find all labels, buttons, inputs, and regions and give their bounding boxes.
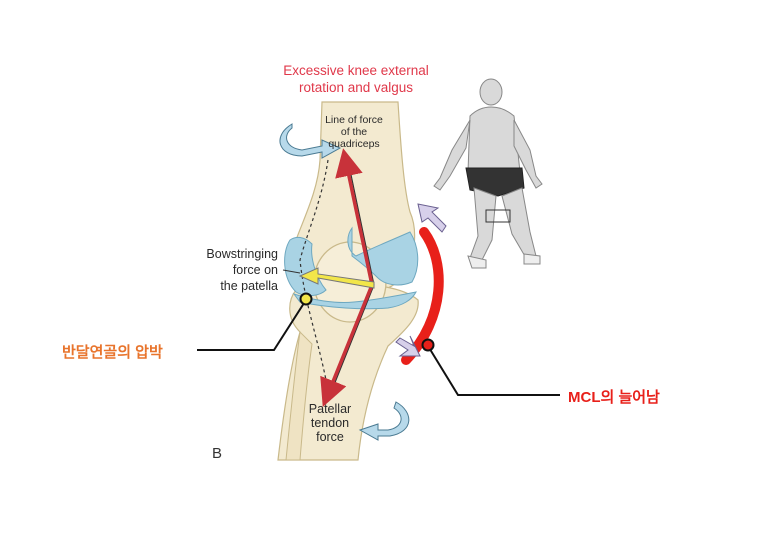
patellar-label-3: force bbox=[316, 430, 344, 444]
valgus-arrow-top-icon bbox=[417, 203, 447, 233]
bowstring-force-arrow bbox=[298, 267, 375, 289]
bowstring-label-3: the patella bbox=[220, 279, 278, 293]
patellar-label-2: tendon bbox=[311, 416, 349, 430]
figure-letter: B bbox=[212, 445, 222, 462]
patellar-label-1: Patellar bbox=[309, 402, 351, 416]
bowstring-label-1: Bowstringing bbox=[206, 247, 278, 261]
rotation-arrow-bottom-icon bbox=[358, 401, 410, 441]
title-line-2: rotation and valgus bbox=[299, 80, 413, 95]
mcl-stretch-annotation: MCL의 늘어남 bbox=[568, 388, 660, 406]
meniscus-compression-annotation: 반달연골의 압박 bbox=[62, 343, 163, 361]
valgus-arrow-bottom-icon bbox=[395, 335, 421, 357]
mcl-leader-line bbox=[427, 345, 560, 396]
meniscus bbox=[292, 291, 417, 310]
bowstring-label-leader bbox=[282, 269, 301, 274]
runner-figure bbox=[433, 78, 543, 269]
meniscus-leader-line bbox=[197, 299, 307, 351]
rotation-arrow-top-icon bbox=[279, 123, 342, 159]
bowstring-label-2: force on bbox=[233, 263, 278, 277]
quadriceps-force-arrow bbox=[335, 148, 374, 286]
title-line-1: Excessive knee external bbox=[283, 63, 429, 78]
patellar-tendon-force-arrow bbox=[320, 284, 374, 407]
meniscus-marker bbox=[299, 292, 313, 306]
mcl-ligament bbox=[401, 227, 444, 365]
medial-cartilage bbox=[347, 226, 419, 286]
quadriceps-label-1: Line of force bbox=[325, 114, 383, 126]
mcl-marker bbox=[421, 338, 435, 352]
quadriceps-label-3: quadriceps bbox=[328, 138, 379, 150]
tendon-outline bbox=[299, 159, 329, 381]
quadriceps-label-2: of the bbox=[341, 126, 367, 138]
fibula-bone bbox=[285, 330, 313, 461]
